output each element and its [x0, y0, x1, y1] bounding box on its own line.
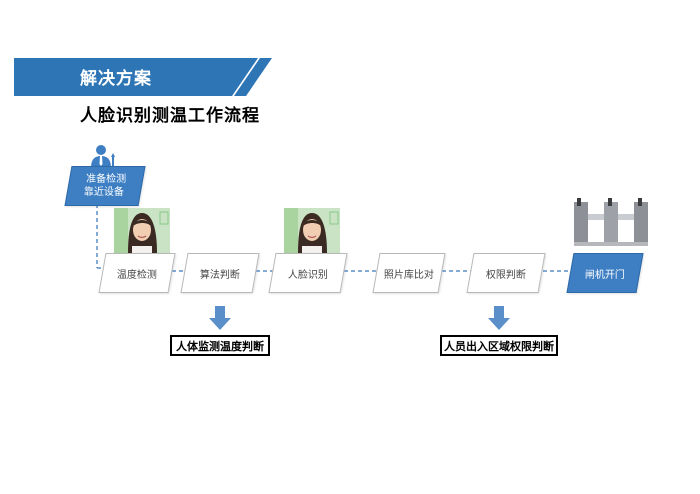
flow-step-algorithm-judgment: 算法判断: [180, 253, 260, 293]
flow-step-photo-library-comparison: 照片库比对: [372, 253, 446, 293]
header-banner: [14, 58, 272, 96]
flow-step-temperature-check: 温度检测: [98, 253, 176, 293]
down-arrow-icon: [209, 306, 231, 330]
flow-step-gate-open: 闸机开门: [566, 253, 644, 293]
down-arrow-icon: [488, 306, 510, 330]
turnstile-gate-image: [570, 196, 654, 248]
flow-step-permission-judgment: 权限判断: [466, 253, 546, 293]
start-node-line2: 靠近设备: [83, 187, 124, 198]
person-icon: [91, 145, 115, 168]
banner-title: 解决方案: [80, 69, 152, 89]
page-title: 人脸识别测温工作流程: [80, 106, 260, 126]
outcome-area-access: 人员出入区域权限判断: [440, 335, 558, 356]
face-photo: [114, 208, 170, 253]
outcome-body-temperature: 人体监测温度判断: [170, 335, 270, 356]
start-node-prepare: 准备检测 靠近设备: [64, 166, 146, 206]
start-node-line1: 准备检测: [86, 174, 127, 185]
flow-step-face-recognition: 人脸识别: [268, 253, 348, 293]
face-photo: [284, 208, 340, 253]
